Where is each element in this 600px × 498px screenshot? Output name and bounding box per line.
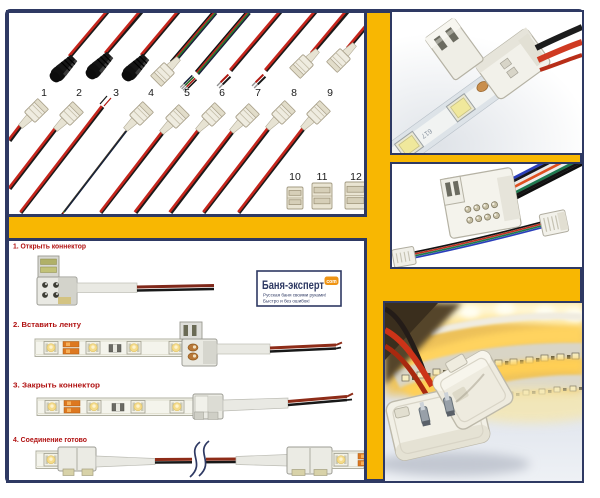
svg-text:4: 4 xyxy=(148,87,154,99)
svg-text:3. Закрыть коннектор: 3. Закрыть коннектор xyxy=(13,381,100,390)
svg-text:9: 9 xyxy=(327,87,333,99)
svg-text:Русская баня своими руками!: Русская баня своими руками! xyxy=(263,293,326,298)
svg-text:1: 1 xyxy=(41,87,47,99)
svg-text:6: 6 xyxy=(219,87,225,99)
svg-text:11: 11 xyxy=(317,171,328,183)
svg-text:com: com xyxy=(326,279,337,285)
svg-text:5: 5 xyxy=(184,87,190,99)
svg-text:4. Соединение готово: 4. Соединение готово xyxy=(13,435,87,444)
svg-text:Баня-эксперт: Баня-эксперт xyxy=(262,278,324,292)
svg-text:Быстро и без ошибок!: Быстро и без ошибок! xyxy=(263,299,310,304)
svg-text:10: 10 xyxy=(289,171,301,183)
svg-text:3: 3 xyxy=(113,87,119,99)
svg-text:2. Вставить ленту: 2. Вставить ленту xyxy=(13,320,82,329)
svg-text:12: 12 xyxy=(350,171,362,183)
svg-text:2: 2 xyxy=(76,87,82,99)
svg-text:7: 7 xyxy=(255,87,261,99)
svg-text:8: 8 xyxy=(291,87,297,99)
svg-text:1. Открыть коннектор: 1. Открыть коннектор xyxy=(13,242,86,251)
